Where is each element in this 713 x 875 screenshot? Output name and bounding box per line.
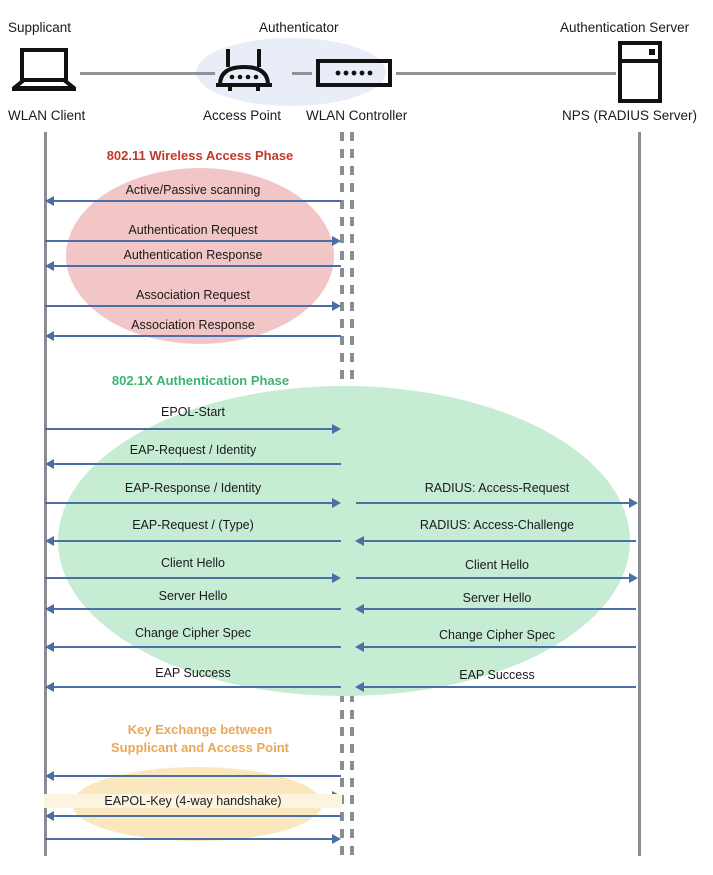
- msg-label-eap-response-identity: EAP-Response / Identity: [124, 481, 262, 495]
- msg-label-client-hello-left: Client Hello: [161, 556, 225, 570]
- arrowhead-left-icon: [355, 536, 364, 546]
- msg-label-eapol-key: EAPOL-Key (4-way handshake): [44, 794, 342, 808]
- arrowhead-left-icon: [355, 642, 364, 652]
- msg-line: [47, 463, 341, 465]
- msg-label-eap-success-left: EAP Success: [155, 666, 231, 680]
- lifeline-supplicant: [44, 132, 47, 856]
- msg-label-active-passive-scanning: Active/Passive scanning: [125, 183, 261, 197]
- arrowhead-left-icon: [45, 811, 54, 821]
- msg-label-server-hello-left: Server Hello: [158, 589, 228, 603]
- arrowhead-right-icon: [332, 236, 341, 246]
- server-tower-icon: [617, 41, 663, 108]
- msg-label-radius-access-challenge: RADIUS: Access-Challenge: [419, 518, 575, 532]
- phase-label-key-exchange-line2: Supplicant and Access Point: [111, 740, 289, 755]
- actor-caption-nps: NPS (RADIUS Server): [562, 108, 698, 123]
- phase-ellipse-80211: [66, 168, 334, 344]
- msg-line: [356, 577, 631, 579]
- msg-line: [47, 265, 341, 267]
- arrowhead-right-icon: [332, 424, 341, 434]
- arrowhead-right-icon: [332, 834, 341, 844]
- phase-label-key-exchange-line1: Key Exchange between: [127, 722, 273, 737]
- msg-line: [360, 608, 636, 610]
- actor-caption-access-point: Access Point: [203, 108, 282, 123]
- msg-label-association-request: Association Request: [136, 288, 250, 302]
- wlan-controller-icon: [316, 59, 392, 92]
- actor-role-supplicant: Supplicant: [8, 20, 72, 35]
- msg-line: [47, 335, 341, 337]
- msg-line: [45, 838, 339, 840]
- wire-ap-controller: [292, 72, 312, 75]
- msg-label-eap-request-type: EAP-Request / (Type): [132, 518, 254, 532]
- wire-client-ap: [80, 72, 215, 75]
- msg-line: [45, 502, 339, 504]
- laptop-icon: [10, 48, 78, 99]
- msg-line: [45, 577, 339, 579]
- wire-controller-server: [396, 72, 616, 75]
- msg-label-epol-start: EPOL-Start: [161, 405, 225, 419]
- msg-line: [47, 200, 341, 202]
- msg-label-change-cipher-spec-right: Change Cipher Spec: [438, 628, 556, 642]
- msg-line: [356, 502, 631, 504]
- msg-label-eap-request-identity: EAP-Request / Identity: [129, 443, 257, 457]
- arrowhead-left-icon: [45, 331, 54, 341]
- arrowhead-right-icon: [629, 498, 638, 508]
- arrowhead-left-icon: [45, 682, 54, 692]
- msg-line: [47, 608, 341, 610]
- lifeline-auth-server: [638, 132, 641, 856]
- msg-label-eap-success-right: EAP Success: [459, 668, 535, 682]
- arrowhead-left-icon: [45, 604, 54, 614]
- msg-label-change-cipher-spec-left: Change Cipher Spec: [134, 626, 252, 640]
- msg-label-server-hello-right: Server Hello: [462, 591, 532, 605]
- msg-label-authentication-request: Authentication Request: [128, 223, 258, 237]
- arrowhead-right-icon: [332, 301, 341, 311]
- arrowhead-left-icon: [45, 459, 54, 469]
- msg-line: [45, 240, 339, 242]
- msg-label-radius-access-request: RADIUS: Access-Request: [424, 481, 570, 495]
- arrowhead-left-icon: [45, 261, 54, 271]
- msg-line: [47, 686, 341, 688]
- arrowhead-left-icon: [45, 196, 54, 206]
- arrowhead-left-icon: [45, 771, 54, 781]
- phase-label-8021x: 802.1X Authentication Phase: [111, 373, 290, 388]
- msg-label-client-hello-right: Client Hello: [465, 558, 529, 572]
- actor-caption-wlan-controller: WLAN Controller: [306, 108, 408, 123]
- msg-line: [360, 540, 636, 542]
- arrowhead-left-icon: [355, 682, 364, 692]
- arrowhead-right-icon: [332, 573, 341, 583]
- actor-role-auth-server: Authentication Server: [560, 20, 690, 35]
- msg-line: [360, 686, 636, 688]
- arrowhead-left-icon: [45, 642, 54, 652]
- arrowhead-right-icon: [629, 573, 638, 583]
- msg-label-association-response: Association Response: [131, 318, 255, 332]
- arrowhead-left-icon: [45, 536, 54, 546]
- msg-line: [45, 305, 339, 307]
- msg-line: [47, 815, 341, 817]
- wireless-router-icon: [214, 47, 274, 100]
- msg-label-authentication-response: Authentication Response: [123, 248, 263, 262]
- msg-line: [47, 646, 341, 648]
- phase-label-80211: 802.11 Wireless Access Phase: [106, 148, 294, 163]
- msg-line: [360, 646, 636, 648]
- arrowhead-left-icon: [355, 604, 364, 614]
- msg-line: [47, 540, 341, 542]
- actor-caption-wlan-client: WLAN Client: [8, 108, 86, 123]
- msg-line: [45, 428, 339, 430]
- msg-line: [47, 775, 341, 777]
- actor-role-authenticator: Authenticator: [259, 20, 339, 35]
- arrowhead-right-icon: [332, 498, 341, 508]
